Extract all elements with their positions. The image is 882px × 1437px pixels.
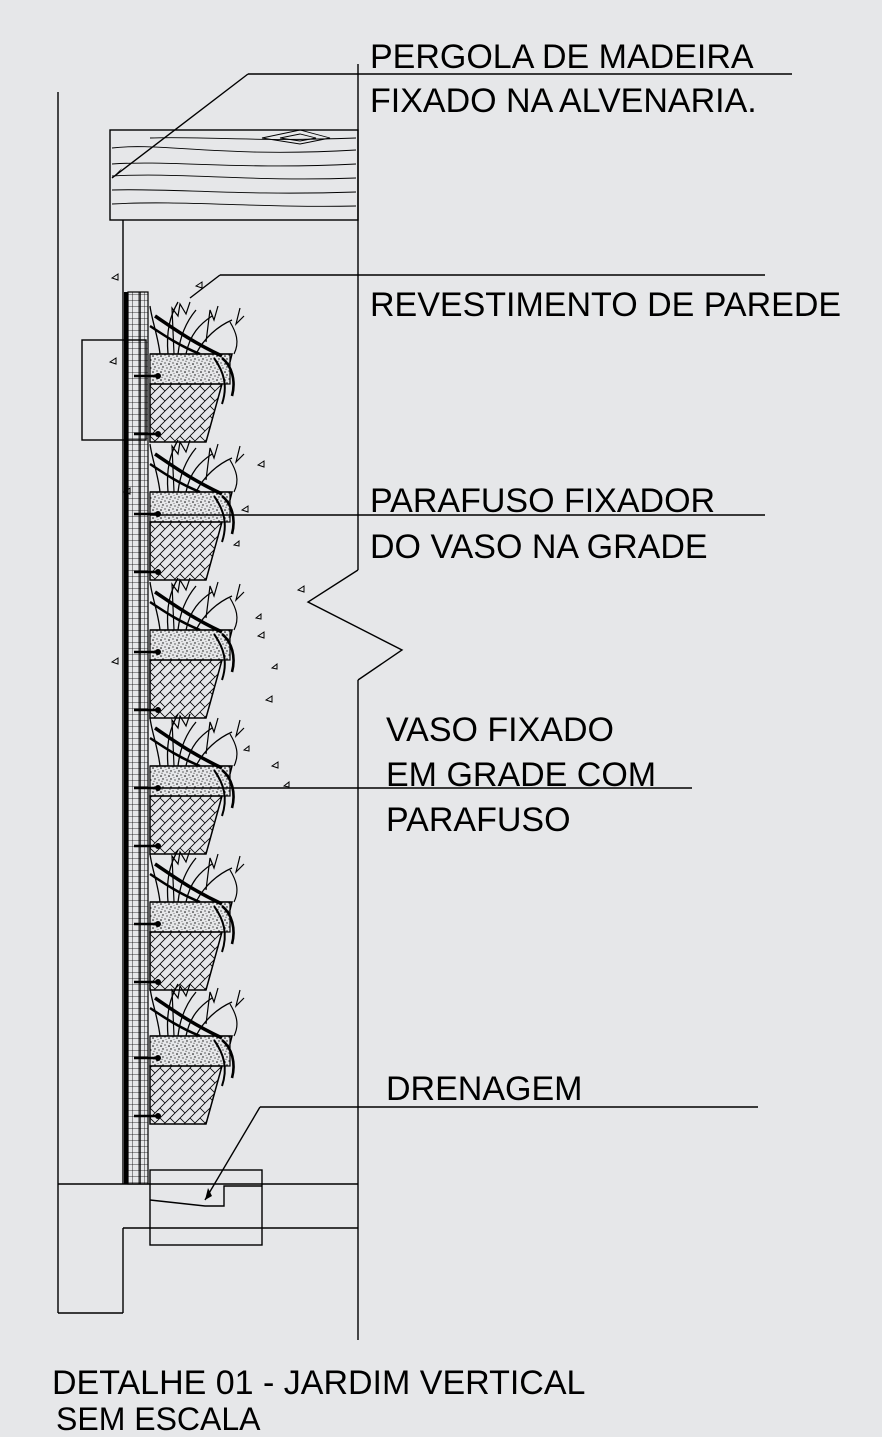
drawing-title: DETALHE 01 - JARDIM VERTICAL bbox=[52, 1364, 586, 1402]
label-vaso-line2: EM GRADE COM bbox=[386, 756, 657, 794]
label-vaso-line1: VASO FIXADO bbox=[386, 711, 614, 749]
label-drenagem: DRENAGEM bbox=[386, 1070, 583, 1108]
label-parafuso-line2: DO VASO NA GRADE bbox=[370, 528, 708, 566]
label-pergola-line2: FIXADO NA ALVENARIA. bbox=[370, 82, 757, 120]
label-vaso-line3: PARAFUSO bbox=[386, 801, 571, 839]
label-revestimento: REVESTIMENTO DE PAREDE bbox=[370, 286, 842, 324]
label-pergola-line1: PERGOLA DE MADEIRA bbox=[370, 38, 754, 76]
drawing-scale-note: SEM ESCALA bbox=[56, 1401, 261, 1437]
label-parafuso-line1: PARAFUSO FIXADOR bbox=[370, 482, 716, 520]
